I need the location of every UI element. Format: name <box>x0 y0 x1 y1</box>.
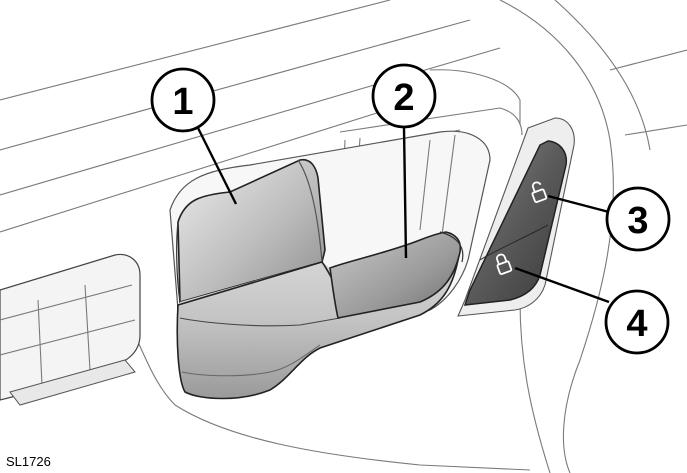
callout-label-4: 4 <box>626 303 647 345</box>
callout-leaders <box>196 127 610 304</box>
callout-1: 1 <box>150 67 216 133</box>
figure-reference-code: SL1726 <box>6 454 51 469</box>
callout-2: 2 <box>371 63 437 129</box>
callout-label-1: 1 <box>172 81 193 123</box>
padlock-open-icon[interactable] <box>529 181 548 203</box>
side-storage-panel <box>0 253 141 406</box>
interior-release-lever[interactable] <box>329 231 464 319</box>
callout-3: 3 <box>605 186 671 252</box>
callout-4: 4 <box>604 289 670 355</box>
callout-label-2: 2 <box>393 77 414 119</box>
lock-switch[interactable] <box>463 140 568 306</box>
padlock-closed-icon[interactable] <box>494 253 513 275</box>
callout-label-3: 3 <box>627 200 648 242</box>
